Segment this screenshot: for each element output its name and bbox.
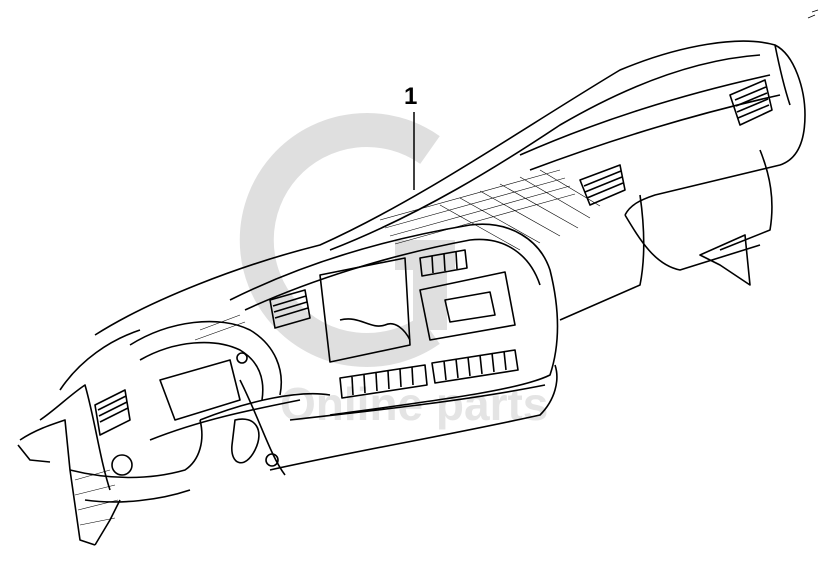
center-left-air-vent <box>269 289 311 329</box>
left-knob <box>111 454 133 476</box>
instrument-cluster-binnacle <box>129 320 282 464</box>
right-air-vent <box>729 79 773 126</box>
center-right-air-vent <box>579 164 626 206</box>
lower-bracket <box>699 234 751 286</box>
callout-1: 1 <box>404 83 417 190</box>
dashboard-assembly <box>17 40 806 546</box>
upper-switch-group <box>419 249 468 277</box>
callout-label: 1 <box>404 83 417 110</box>
switch-panel <box>339 349 519 399</box>
left-air-vent <box>94 389 131 436</box>
corner-mark <box>807 9 819 19</box>
surface-hatching <box>74 169 601 526</box>
center-display-opening <box>319 257 516 363</box>
lower-knob <box>265 453 279 467</box>
watermark-logo: Online parts <box>239 113 548 430</box>
